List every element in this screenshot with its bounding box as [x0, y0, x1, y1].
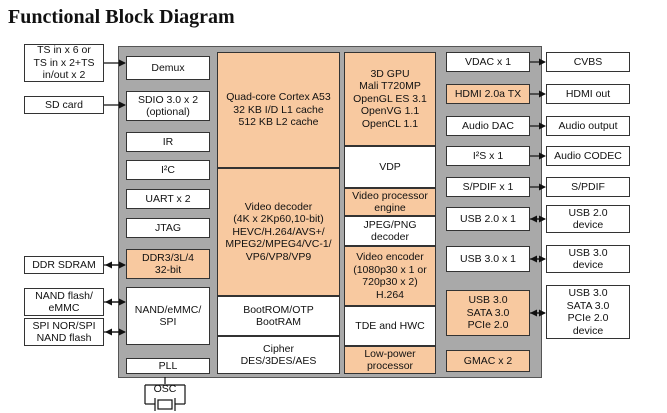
- ir-block: IR: [126, 132, 210, 152]
- vdac-block: VDAC x 1: [446, 52, 530, 72]
- jtag-block: JTAG: [126, 218, 210, 238]
- i2c-block: I²C: [126, 160, 210, 180]
- tde-hwc-block: TDE and HWC: [344, 306, 436, 346]
- uart-block: UART x 2: [126, 189, 210, 209]
- usb3-sata-pcie-device-block: USB 3.0 SATA 3.0 PCIe 2.0 device: [546, 285, 630, 339]
- hdmi-out-block: HDMI out: [546, 84, 630, 104]
- gmac-block: GMAC x 2: [446, 350, 530, 372]
- usb3-sata-pcie-block: USB 3.0 SATA 3.0 PCIe 2.0: [446, 290, 530, 336]
- low-power-processor-block: Low-power processor: [344, 346, 436, 374]
- hdmi-tx-block: HDMI 2.0a TX: [446, 84, 530, 104]
- usb2-device-block: USB 2.0 device: [546, 205, 630, 233]
- cvbs-block: CVBS: [546, 52, 630, 72]
- crystal-symbol: [157, 399, 173, 410]
- video-encoder-block: Video encoder (1080p30 x 1 or 720p30 x 2…: [344, 246, 436, 306]
- audio-dac-block: Audio DAC: [446, 116, 530, 136]
- usb3-block: USB 3.0 x 1: [446, 246, 530, 272]
- demux-block: Demux: [126, 56, 210, 80]
- i2s-block: I²S x 1: [446, 146, 530, 166]
- ddr-sdram-block: DDR SDRAM: [24, 256, 104, 274]
- gpu-block: 3D GPU Mali T720MP OpenGL ES 3.1 OpenVG …: [344, 52, 436, 146]
- nand-emmc-spi-controller-block: NAND/eMMC/ SPI: [126, 287, 210, 345]
- spi-nand-flash-block: SPI NOR/SPI NAND flash: [24, 318, 104, 346]
- sdio-block: SDIO 3.0 x 2 (optional): [126, 91, 210, 121]
- spdif-block: S/PDIF x 1: [446, 177, 530, 197]
- diagram-title: Functional Block Diagram: [8, 6, 235, 28]
- video-decoder-block: Video decoder (4K x 2Kp60,10-bit) HEVC/H…: [217, 168, 340, 296]
- bootrom-otp-block: BootROM/OTP BootRAM: [217, 296, 340, 336]
- nand-emmc-flash-block: NAND flash/ eMMC: [24, 288, 104, 316]
- usb3-device-block: USB 3.0 device: [546, 245, 630, 273]
- jpeg-png-decoder-block: JPEG/PNG decoder: [344, 216, 436, 246]
- spdif-output-block: S/PDIF: [546, 177, 630, 197]
- sd-card-block: SD card: [24, 96, 104, 114]
- audio-output-block: Audio output: [546, 116, 630, 136]
- audio-codec-block: Audio CODEC: [546, 146, 630, 166]
- cipher-block: Cipher DES/3DES/AES: [217, 336, 340, 374]
- video-processor-engine-block: Video processor engine: [344, 188, 436, 216]
- ts-in-block: TS in x 6 or TS in x 2+TS in/out x 2: [24, 44, 104, 82]
- pll-block: PLL: [126, 358, 210, 374]
- ddr-controller-block: DDR3/3L/4 32-bit: [126, 249, 210, 279]
- usb2-block: USB 2.0 x 1: [446, 207, 530, 231]
- vdp-block: VDP: [344, 146, 436, 188]
- cpu-block: Quad-core Cortex A53 32 KB I/D L1 cache …: [217, 52, 340, 168]
